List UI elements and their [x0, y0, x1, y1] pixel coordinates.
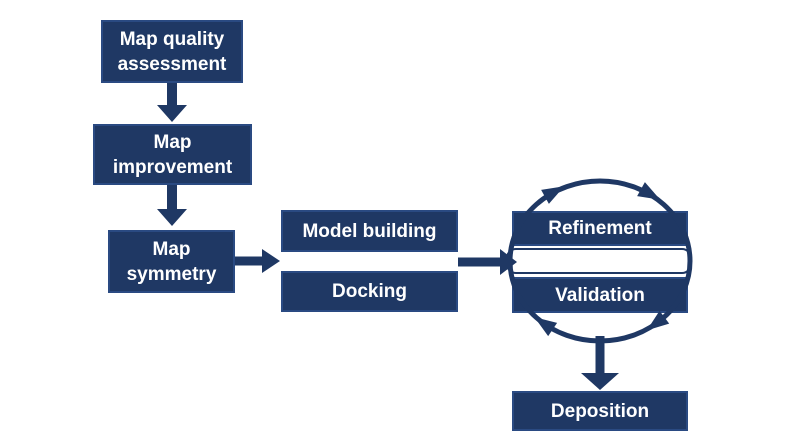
node-validation: Validation — [512, 277, 688, 313]
cycle-arrowhead-bottom-left-icon — [534, 317, 558, 337]
cycle-arrowhead-bottom-right-icon — [646, 310, 670, 331]
node-map-improvement: Map improvement — [93, 124, 252, 185]
arrow-improvement-to-symmetry-icon — [157, 185, 187, 226]
cycle-arrowhead-top-left-icon — [541, 186, 565, 204]
node-label-line: Model building — [302, 220, 437, 242]
cycle-arrowhead-top-right-icon — [637, 182, 661, 200]
node-docking: Docking — [281, 271, 458, 312]
node-label-line: symmetry — [126, 263, 217, 285]
node-label-line: Deposition — [550, 400, 650, 422]
arrow-symmetry-to-modelbuilding-icon — [235, 249, 280, 273]
node-map-symmetry: Map symmetry — [108, 230, 235, 293]
refinement-validation-connector-pill — [506, 248, 692, 274]
arrow-quality-to-improvement-icon — [157, 83, 187, 122]
node-map-quality-assessment: Map quality assessment — [101, 20, 243, 83]
node-deposition: Deposition — [512, 391, 688, 431]
node-label-line: Map — [153, 131, 192, 153]
node-label-line: improvement — [112, 156, 233, 178]
arrow-cycle-to-deposition-icon — [581, 336, 619, 390]
node-refinement: Refinement — [512, 211, 688, 246]
node-label-line: Map — [152, 238, 191, 260]
node-label-line: Refinement — [548, 218, 652, 239]
node-label-line: Docking — [332, 281, 407, 302]
node-model-building: Model building — [281, 210, 458, 252]
node-label-line: assessment — [117, 53, 227, 75]
node-label-line: Map quality — [119, 28, 225, 50]
node-label-line: Validation — [555, 284, 645, 306]
